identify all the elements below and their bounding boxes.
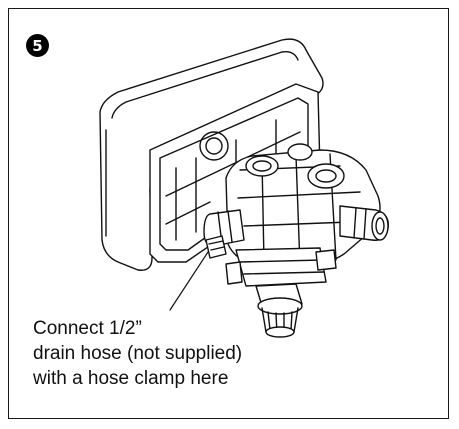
leader-line [169,251,209,311]
step-number-badge: 5 [26,34,49,57]
caption-line-2: drain hose (not supplied) [33,343,243,364]
step-number: 5 [32,36,43,55]
caption-line-1: Connect 1/2” [33,318,142,339]
caption-text: Connect 1/2” drain hose (not supplied) w… [33,316,333,391]
caption-line-3: with a hose clamp here [33,368,229,389]
